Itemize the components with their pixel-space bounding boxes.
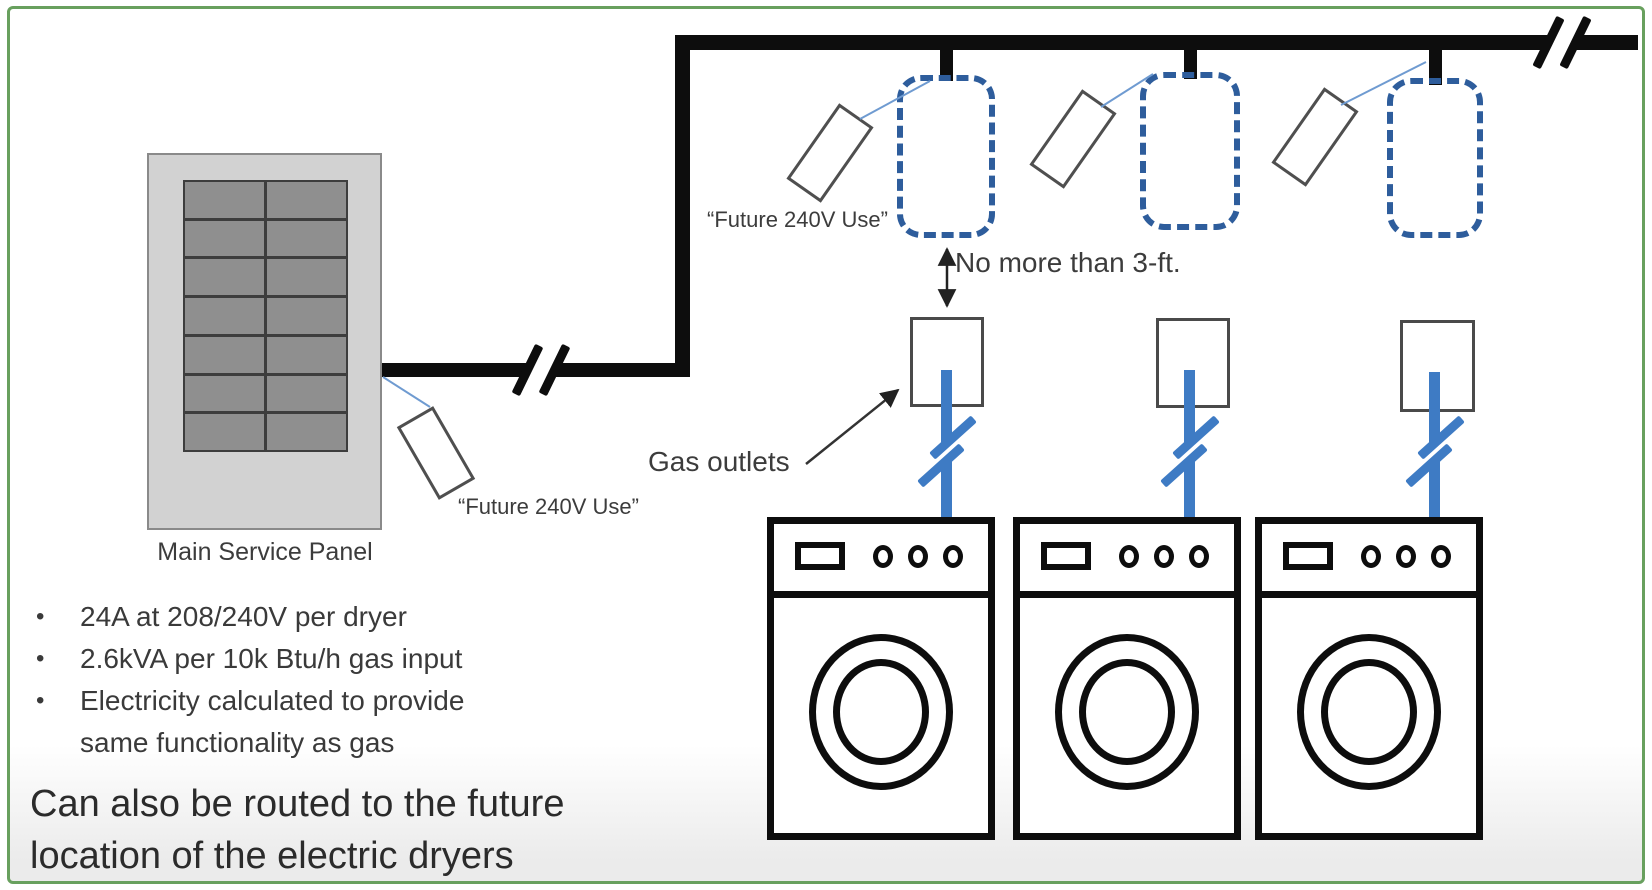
dryer-knob: [1154, 545, 1174, 568]
dryer: [1255, 517, 1483, 840]
dryer-door-outer: [809, 634, 953, 790]
bullet-dot: •: [36, 603, 45, 630]
dryer-door-outer: [1055, 634, 1199, 790]
breaker-cell: [267, 414, 346, 450]
dryer: [767, 517, 995, 840]
future-outlet-box: [897, 75, 995, 238]
riser-wire: [675, 35, 690, 377]
breaker-cell: [185, 220, 264, 257]
dryer-display: [1041, 542, 1091, 570]
breaker-cell: [185, 414, 264, 450]
dryer-door-inner: [833, 659, 929, 765]
dryer-display: [795, 542, 845, 570]
breaker-cell: [185, 336, 264, 373]
main-service-panel: [147, 153, 382, 530]
note-bullet: • 24A at 208/240V per dryer: [30, 596, 470, 638]
bus-tap: [940, 49, 953, 81]
dryer-knob: [1396, 545, 1416, 568]
breaker-cell: [267, 220, 346, 257]
dryer-knob: [908, 545, 928, 568]
notes-list: • 24A at 208/240V per dryer • 2.6kVA per…: [30, 596, 470, 764]
dryer-control-panel: [774, 524, 988, 598]
dryer-knob: [873, 545, 893, 568]
future-outlet-box: [1140, 72, 1240, 230]
footer-line: location of the electric dryers: [30, 835, 514, 877]
green-border-frame: [7, 6, 1645, 884]
gas-outlet-box: [1156, 318, 1230, 408]
bus-tap: [1429, 49, 1442, 85]
breaker-cell: [185, 259, 264, 296]
distance-label: No more than 3-ft.: [955, 247, 1181, 278]
dryer-control-panel: [1020, 524, 1234, 598]
footer-text: Can also be routed to the future locatio…: [30, 778, 564, 882]
breaker-cell: [267, 375, 346, 412]
breaker-cell: [185, 182, 264, 218]
breaker-cell: [267, 298, 346, 334]
gas-outlets-label: Gas outlets: [648, 446, 790, 477]
note-text: 2.6kVA per 10k Btu/h gas input: [80, 643, 463, 674]
footer-line: Can also be routed to the future: [30, 783, 565, 825]
dryer-knob: [1189, 545, 1209, 568]
bullet-dot: •: [36, 645, 45, 672]
main-service-panel-label: Main Service Panel: [157, 538, 373, 566]
dryer: [1013, 517, 1241, 840]
note-bullet: • Electricity calculated to provide same…: [30, 680, 500, 764]
dryer-door-inner: [1321, 659, 1417, 765]
breaker-grid: [183, 180, 348, 452]
note-bullet: • 2.6kVA per 10k Btu/h gas input: [30, 638, 470, 680]
breaker-cell: [185, 298, 264, 334]
dryer-control-panel: [1262, 524, 1476, 598]
dryer-door-inner: [1079, 659, 1175, 765]
dryer-knob: [1431, 545, 1451, 568]
note-text: 24A at 208/240V per dryer: [80, 601, 407, 632]
dryer-door-outer: [1297, 634, 1441, 790]
breaker-cell: [185, 375, 264, 412]
dryer-knob: [1119, 545, 1139, 568]
bus-tap: [1184, 49, 1197, 79]
note-text: Electricity calculated to provide same f…: [80, 685, 465, 758]
future-outlet-box: [1387, 78, 1483, 238]
dryer-knob: [943, 545, 963, 568]
dryer-knob: [1361, 545, 1381, 568]
future-240v-label-top: “Future 240V Use”: [707, 207, 888, 232]
breaker-cell: [267, 259, 346, 296]
future-240v-label-panel: “Future 240V Use”: [458, 494, 639, 519]
bullet-dot: •: [36, 687, 45, 714]
breaker-cell: [267, 182, 346, 218]
top-bus-wire: [675, 35, 1638, 50]
breaker-cell: [267, 336, 346, 373]
dryer-display: [1283, 542, 1333, 570]
